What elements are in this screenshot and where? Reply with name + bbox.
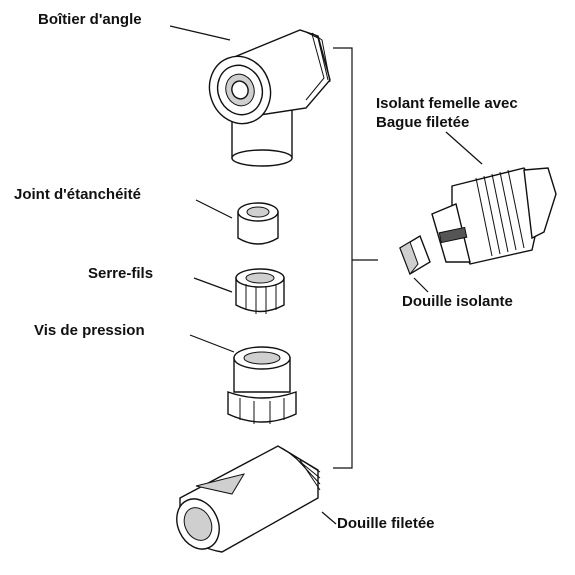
seal-part <box>237 202 279 245</box>
cable-clamp-part <box>235 268 285 314</box>
leader-cable-clamp <box>193 277 233 293</box>
label-pressure-screw: Vis de pression <box>34 322 145 339</box>
label-threaded-sleeve: Douille filetée <box>337 515 435 532</box>
label-angle-housing: Boîtier d'angle <box>38 11 142 28</box>
female-insert-part <box>431 167 557 265</box>
label-female-insert-line1: Isolant femelle avec <box>376 95 518 112</box>
pressure-screw-part <box>227 346 297 424</box>
leader-female-insert <box>445 131 483 165</box>
insulating-sleeve-part <box>399 234 431 276</box>
label-seal: Joint d'étanchéité <box>14 186 141 203</box>
bracket-line <box>333 47 378 469</box>
label-female-insert-line2: Bague filetée <box>376 114 470 131</box>
label-insulating-sleeve: Douille isolante <box>402 293 513 310</box>
threaded-sleeve-part <box>176 445 321 553</box>
leader-insulating-sleeve <box>413 277 429 293</box>
label-cable-clamp: Serre-fils <box>88 265 154 282</box>
leader-pressure-screw <box>189 334 235 353</box>
leader-angle-housing <box>169 25 231 41</box>
leader-seal <box>195 199 233 219</box>
angle-housing-part <box>208 29 331 167</box>
leader-threaded-sleeve <box>321 511 337 525</box>
